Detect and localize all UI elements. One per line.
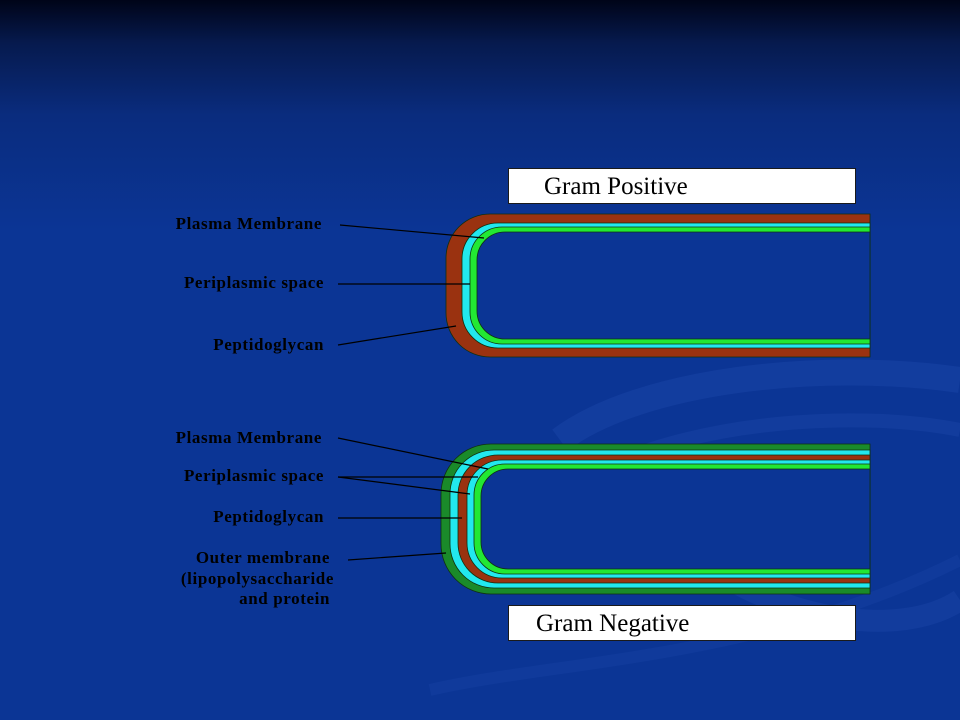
pos-cell-interior bbox=[476, 231, 871, 340]
label-leader-lines bbox=[337, 224, 489, 561]
neg-label-outer-membrane-line2: (lipopolysaccharide bbox=[180, 569, 334, 588]
pos-label-plasma-membrane: Plasma Membrane bbox=[175, 214, 322, 233]
gram-negative-title: Gram Negative bbox=[508, 605, 856, 641]
neg-label-plasma-membrane: Plasma Membrane bbox=[175, 428, 322, 447]
gram-positive-title: Gram Positive bbox=[508, 168, 856, 204]
neg-label-outer-membrane-line3: and protein bbox=[239, 589, 330, 608]
neg-label-outer-membrane: Outer membrane bbox=[195, 548, 330, 567]
gram-negative-wall bbox=[440, 443, 871, 595]
pos-label-peptidoglycan: Peptidoglycan bbox=[213, 335, 324, 354]
leader-pos-plasma-membrane bbox=[339, 224, 485, 239]
leader-pos-peptidoglycan bbox=[337, 325, 457, 346]
neg-label-peptidoglycan: Peptidoglycan bbox=[213, 507, 324, 526]
gram-positive-wall bbox=[445, 213, 871, 358]
neg-cell-interior bbox=[480, 468, 871, 570]
neg-label-periplasmic-space: Periplasmic space bbox=[183, 466, 324, 485]
leader-neg-periplasmic-space-b bbox=[337, 476, 471, 495]
leader-neg-outer-membrane bbox=[347, 552, 447, 561]
leader-neg-plasma-membrane bbox=[337, 437, 489, 470]
pos-label-periplasmic-space: Periplasmic space bbox=[183, 273, 324, 292]
